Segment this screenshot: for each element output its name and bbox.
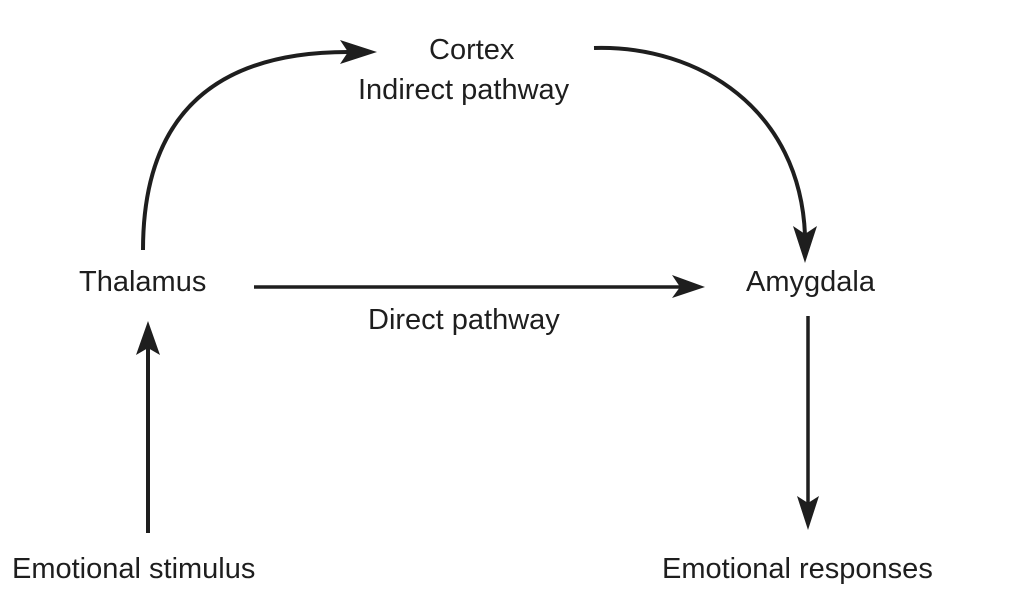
- arrowhead-direct-to-amygdala: [672, 275, 705, 298]
- arrow-cortex-to-amygdala: [593, 45, 807, 236]
- arrowhead-to-thalamus: [136, 321, 160, 355]
- node-cortex: Cortex: [429, 34, 515, 66]
- edge-label-indirect-pathway: Indirect pathway: [358, 74, 570, 106]
- node-amygdala: Amygdala: [746, 266, 875, 298]
- node-thalamus: Thalamus: [79, 266, 207, 298]
- node-emotional-stimulus: Emotional stimulus: [12, 553, 256, 585]
- edge-label-direct-pathway: Direct pathway: [368, 304, 560, 336]
- arrow-thalamus-to-cortex: [141, 50, 349, 251]
- node-emotional-responses: Emotional responses: [662, 553, 933, 585]
- arrowhead-to-amygdala-top: [793, 226, 817, 263]
- arrowhead-to-responses: [797, 496, 819, 530]
- arrowhead-to-cortex: [340, 40, 377, 64]
